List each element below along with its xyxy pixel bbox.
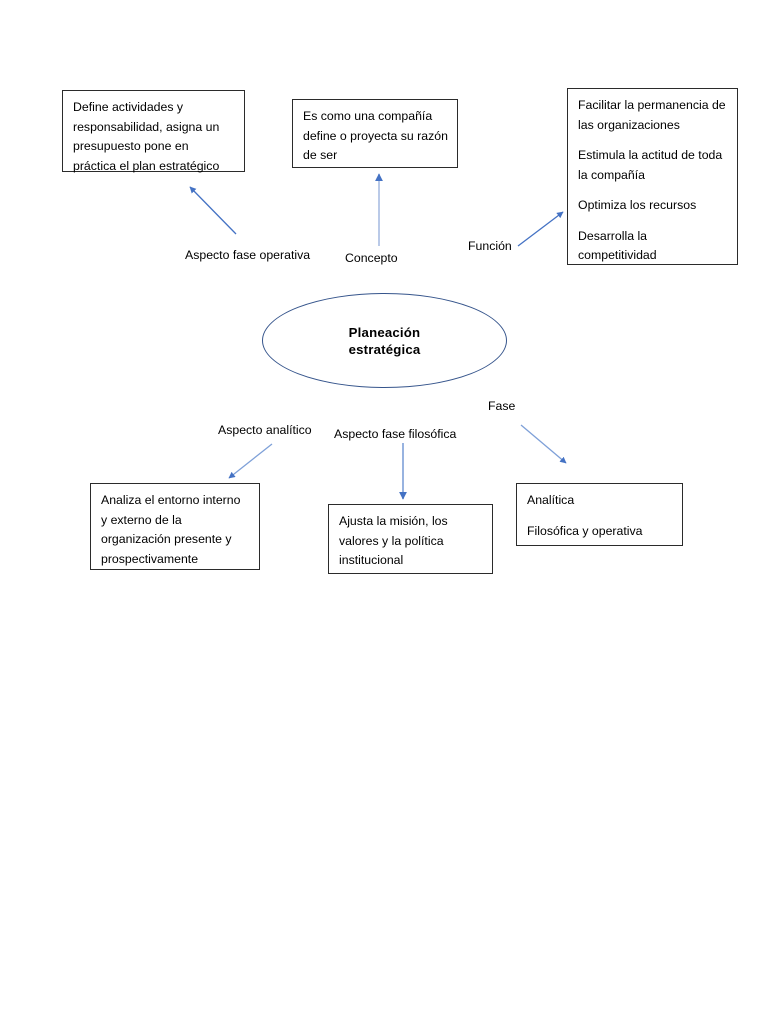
box-text-line: Desarrolla la competitividad <box>578 228 657 263</box>
box-text-line: Filosófica y operativa <box>527 523 643 538</box>
fase-box: Analítica Filosófica y operativa <box>516 483 683 546</box>
edge-label-fase: Fase <box>488 399 516 413</box>
funcion-box: Facilitar la permanencia de las organiza… <box>567 88 738 265</box>
connector-funcion <box>517 211 564 247</box>
box-text-line: Ajusta la misión, los valores y la polít… <box>339 514 448 567</box>
aspecto-fase-filosofica-box: Ajusta la misión, los valores y la polít… <box>328 504 493 574</box>
box-text-line: Analiza el entorno interno y externo de … <box>101 493 241 566</box>
box-text-line: Define actividades y responsabilidad, as… <box>73 100 220 173</box>
aspecto-analitico-box: Analiza el entorno interno y externo de … <box>90 483 260 570</box>
connector-aspecto-fase-operativa <box>189 186 237 235</box>
center-node-planeacion-estrategica: Planeación estratégica <box>262 293 507 388</box>
center-node-label-line-1: Planeación <box>348 324 421 340</box>
concepto-box: Es como una compañía define o proyecta s… <box>292 99 458 168</box>
box-text-line: Optimiza los recursos <box>578 198 697 212</box>
edge-label-aspecto-fase-operativa: Aspecto fase operativa <box>185 248 311 262</box>
edge-label-aspecto-analitico: Aspecto analítico <box>218 423 312 437</box>
edge-label-concepto: Concepto <box>345 251 398 265</box>
edge-label-funcion: Función <box>468 239 512 253</box>
box-text-line: Facilitar la permanencia de las organiza… <box>578 98 726 132</box>
box-text-line: Es como una compañía define o proyecta s… <box>303 109 448 162</box>
edge-label-aspecto-fase-filosofica: Aspecto fase filosófica <box>334 427 457 441</box>
aspecto-fase-operativa-box: Define actividades y responsabilidad, as… <box>62 90 245 173</box>
connector-aspecto-analitico <box>228 443 273 479</box>
center-node-label: Planeación estratégica <box>349 324 421 358</box>
box-text-line: Analítica <box>527 493 575 507</box>
box-text-line: Estimula la actitud de toda la compañía <box>578 148 723 182</box>
connector-fase <box>520 424 567 464</box>
center-node-label-line-2: estratégica <box>348 341 421 357</box>
